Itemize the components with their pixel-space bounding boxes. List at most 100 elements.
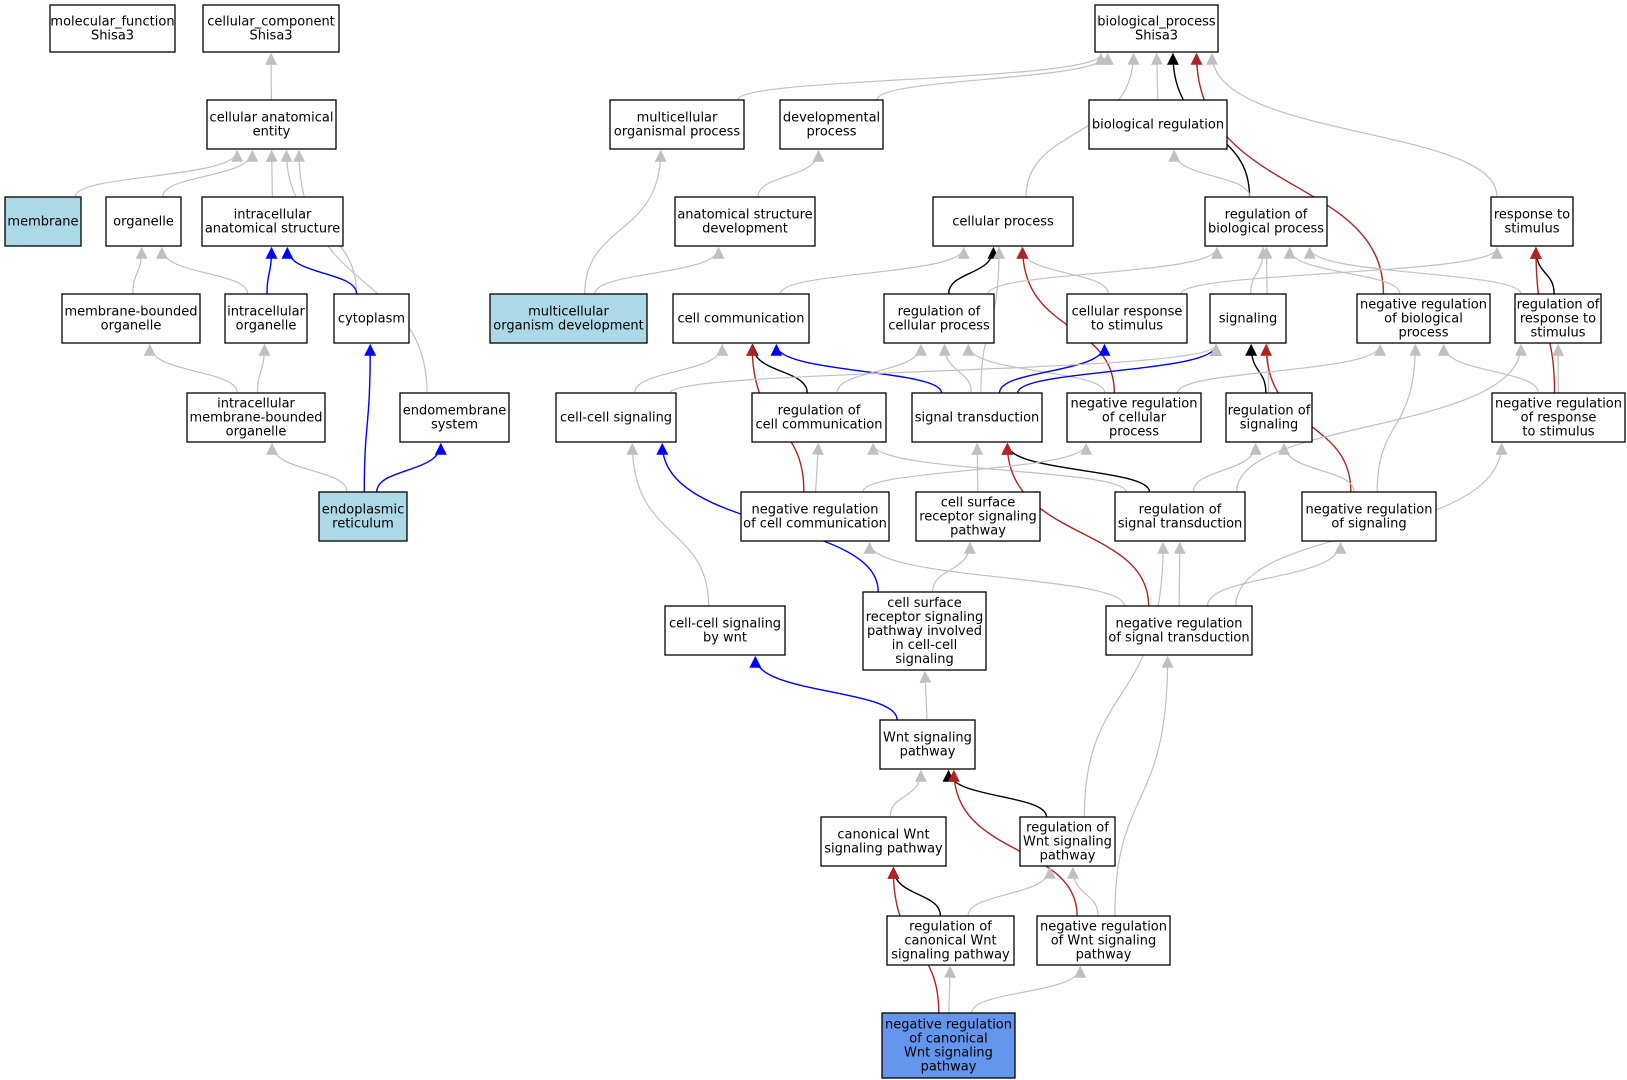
node-box-mf[interactable] bbox=[49, 4, 176, 53]
node-label-crs-0: cellular response bbox=[1072, 305, 1183, 320]
node-box-nrrs[interactable] bbox=[1491, 392, 1626, 443]
node-box-breg[interactable] bbox=[1088, 99, 1228, 150]
node-box-asd[interactable] bbox=[674, 196, 816, 247]
node-box-signaling[interactable] bbox=[1209, 293, 1287, 344]
node-label-nrbp-2: process bbox=[1399, 326, 1449, 341]
node-box-rrs[interactable] bbox=[1514, 293, 1602, 344]
node-box-nrcwnt[interactable] bbox=[881, 1012, 1016, 1079]
node-box-nrsig[interactable] bbox=[1301, 491, 1437, 542]
node-box-cwnt[interactable] bbox=[820, 816, 947, 867]
node-box-crs[interactable] bbox=[1066, 293, 1188, 344]
node-box-endomem[interactable] bbox=[399, 392, 510, 443]
node-label-bp-1: Shisa3 bbox=[1135, 29, 1178, 44]
node-box-rst[interactable] bbox=[1114, 491, 1246, 542]
node-st[interactable]: signal transduction bbox=[911, 392, 1043, 443]
node-box-rwnt[interactable] bbox=[1019, 816, 1116, 867]
node-box-bp[interactable] bbox=[1094, 4, 1219, 53]
node-box-rts[interactable] bbox=[1490, 196, 1574, 247]
node-box-wnt[interactable] bbox=[879, 719, 976, 770]
node-box-mbo[interactable] bbox=[61, 293, 201, 344]
node-box-rbp[interactable] bbox=[1204, 196, 1328, 247]
edge-rbp-is_a-breg bbox=[1168, 149, 1251, 198]
node-box-st[interactable] bbox=[911, 392, 1043, 443]
node-box-rcp[interactable] bbox=[883, 293, 995, 344]
node-box-io[interactable] bbox=[224, 293, 308, 344]
node-box-csrsp[interactable] bbox=[915, 491, 1041, 542]
node-box-cytoplasm[interactable] bbox=[333, 293, 410, 344]
node-signaling[interactable]: signaling bbox=[1209, 293, 1287, 344]
node-box-ccs[interactable] bbox=[555, 392, 677, 443]
node-box-ias[interactable] bbox=[201, 196, 344, 247]
node-box-imbo[interactable] bbox=[186, 392, 326, 443]
node-box-nrcp[interactable] bbox=[1066, 392, 1202, 443]
edge-rst-is_a-rsig bbox=[1192, 442, 1262, 493]
node-box-rsig[interactable] bbox=[1225, 392, 1313, 443]
node-organelle[interactable]: organelle bbox=[105, 196, 182, 247]
node-box-csrspcc[interactable] bbox=[862, 591, 987, 671]
node-ccom[interactable]: cell communication bbox=[672, 293, 810, 344]
node-box-rcwnt[interactable] bbox=[886, 915, 1015, 966]
node-box-nrwnt[interactable] bbox=[1036, 915, 1171, 966]
node-box-cellp[interactable] bbox=[932, 196, 1074, 247]
node-ccs[interactable]: cell-cell signaling bbox=[555, 392, 677, 443]
node-box-cc[interactable] bbox=[202, 4, 340, 53]
node-box-nrst[interactable] bbox=[1105, 605, 1253, 656]
node-membrane[interactable]: membrane bbox=[4, 196, 82, 247]
edge-rcp-regulates-cellp bbox=[947, 246, 1000, 295]
node-box-membrane[interactable] bbox=[4, 196, 82, 247]
node-box-cae[interactable] bbox=[206, 99, 337, 150]
node-box-mop[interactable] bbox=[609, 99, 745, 150]
edge-nrcp-is_a-nrbp bbox=[1176, 343, 1386, 394]
edge-ccs-is_a-ccom bbox=[634, 343, 729, 394]
node-box-ccom[interactable] bbox=[672, 293, 810, 344]
node-box-nrbp[interactable] bbox=[1356, 293, 1491, 344]
node-breg[interactable]: biological regulation bbox=[1088, 99, 1228, 150]
node-box-ccsw[interactable] bbox=[664, 605, 786, 656]
node-cellp[interactable]: cellular process bbox=[932, 196, 1074, 247]
node-box-nrcc[interactable] bbox=[740, 491, 890, 542]
node-box-organelle[interactable] bbox=[105, 196, 182, 247]
node-box-rcc[interactable] bbox=[751, 392, 887, 443]
node-box-devp[interactable] bbox=[779, 99, 884, 150]
node-box-mod[interactable] bbox=[489, 293, 648, 344]
node-box-er[interactable] bbox=[318, 491, 408, 542]
node-cytoplasm[interactable]: cytoplasm bbox=[333, 293, 410, 344]
